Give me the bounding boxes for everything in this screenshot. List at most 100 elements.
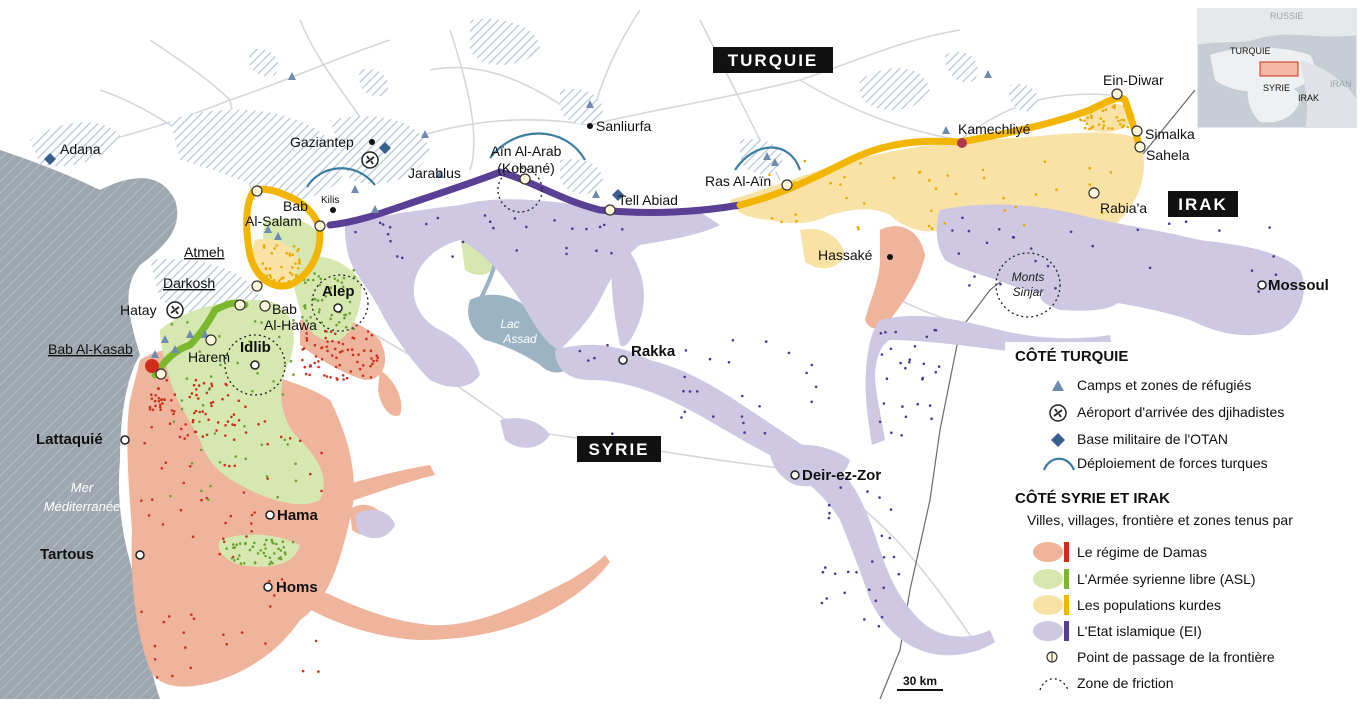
lake-label-1: Lac [500, 317, 519, 331]
settlement-dot [927, 224, 931, 228]
settlement-dot [301, 669, 305, 673]
label-kamechliye: Kamechliyé [958, 121, 1031, 137]
settlement-dot [317, 670, 320, 673]
settlement-dot [921, 376, 925, 380]
settlement-dot [320, 321, 324, 324]
settlement-dot [885, 377, 889, 381]
settlement-dot [1184, 220, 1188, 223]
settlement-dot [316, 299, 320, 302]
settlement-dot [226, 394, 230, 397]
settlement-dot [317, 365, 320, 369]
settlement-dot [253, 561, 257, 565]
settlement-dot [925, 335, 929, 339]
settlement-dot [585, 227, 588, 231]
settlement-dot [277, 547, 280, 551]
settlement-dot [148, 405, 152, 409]
settlement-dot [880, 534, 884, 538]
settlement-dot [1272, 255, 1275, 258]
country-label-iraq: IRAK [1168, 191, 1238, 217]
settlement-dot [178, 435, 182, 439]
settlement-dot [312, 278, 315, 282]
settlement-dot [170, 399, 173, 402]
settlement-dot [209, 484, 212, 488]
settlement-dot [770, 217, 774, 220]
settlement-dot [281, 540, 285, 543]
settlement-dot [611, 432, 614, 436]
settlement-dot [943, 222, 947, 225]
settlement-dot [190, 613, 193, 616]
settlement-dot [334, 365, 338, 369]
settlement-dot [243, 424, 246, 428]
settlement-dot [150, 393, 153, 397]
settlement-dot [1002, 196, 1005, 200]
legend-title-syria-iraq: CÔTÉ SYRIE ET IRAK [1015, 489, 1170, 507]
settlement-dot [198, 420, 201, 424]
settlement-dot [171, 674, 174, 678]
settlement-dot [333, 332, 337, 336]
settlement-dot [934, 370, 938, 374]
settlement-dot [712, 415, 715, 418]
settlement-dot [1274, 273, 1278, 277]
settlement-dot [375, 359, 379, 362]
settlement-dot [221, 397, 224, 401]
settlement-dot [210, 404, 213, 408]
settlement-dot [795, 219, 798, 223]
settlement-dot [179, 427, 183, 431]
settlement-dot [1034, 259, 1037, 263]
settlement-dot [301, 315, 304, 319]
settlement-dot [436, 216, 440, 220]
settlement-dot [513, 217, 517, 220]
kurds-border-jazira [736, 94, 1144, 209]
settlement-dot [314, 355, 318, 358]
settlement-dot [329, 317, 333, 321]
settlement-dot [235, 543, 238, 546]
settlement-dot [301, 348, 305, 351]
settlement-dot [320, 358, 324, 361]
settlement-dot [1111, 105, 1115, 109]
airport-icons [166, 151, 379, 319]
settlement-dot [492, 226, 495, 230]
label-atmeh: Atmeh [184, 244, 224, 260]
settlement-dot [224, 424, 227, 427]
settlement-dot [1107, 127, 1110, 130]
settlement-dot [304, 372, 308, 376]
settlement-dot [335, 323, 338, 327]
settlement-dot [917, 171, 921, 174]
triangle-icon [1052, 380, 1064, 391]
settlement-dot [240, 631, 244, 634]
settlement-dot [344, 313, 348, 317]
settlement-dot [324, 336, 328, 340]
settlement-dot [352, 337, 356, 340]
settlement-dot [314, 639, 318, 643]
settlement-dot [810, 400, 813, 404]
settlement-dot [1085, 122, 1089, 126]
settlement-dot [341, 342, 345, 346]
settlement-dot [1117, 119, 1120, 123]
settlement-dot [787, 351, 791, 355]
settlement-dot [370, 333, 374, 337]
settlement-dot [1079, 118, 1082, 121]
settlement-dot [190, 392, 194, 395]
settlement-dot [234, 455, 237, 458]
settlement-dot [313, 361, 317, 365]
settlement-dot [1099, 117, 1103, 120]
settlement-dot [1113, 104, 1117, 107]
settlement-dot [358, 367, 362, 371]
settlement-dot [244, 457, 248, 461]
settlement-dot [386, 232, 390, 236]
settlement-dot [846, 570, 850, 574]
kurds-swatch-icon [1033, 595, 1069, 615]
settlement-dot [855, 571, 858, 574]
settlement-dot [153, 644, 157, 648]
settlement-dot [168, 422, 172, 426]
settlement-dot [354, 230, 357, 234]
settlement-dot [1268, 226, 1271, 229]
settlement-dot [320, 489, 323, 493]
settlement-dot [888, 536, 892, 540]
settlement-dot [946, 174, 949, 177]
settlement-dot [297, 258, 301, 262]
settlement-dot [763, 431, 767, 435]
settlement-dot [271, 561, 274, 565]
settlement-dot [320, 298, 324, 302]
settlement-dot [916, 402, 919, 406]
